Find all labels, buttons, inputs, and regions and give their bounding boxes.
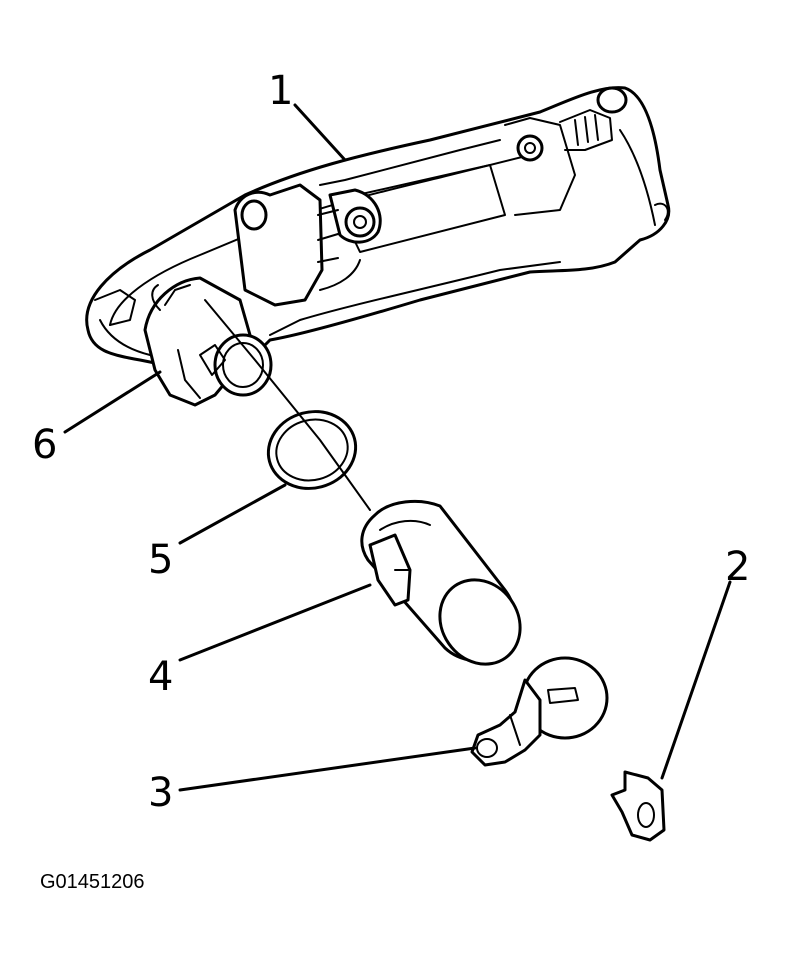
- leader-line-2: [660, 580, 732, 780]
- o-ring: [266, 410, 358, 490]
- lock-cylinder-bezel: [143, 276, 273, 407]
- leader-line-1: [293, 103, 347, 162]
- leader-line-6: [63, 370, 162, 434]
- leader-line-5: [178, 483, 287, 545]
- callout-6: 6: [32, 422, 57, 468]
- lock-cam: [470, 656, 609, 767]
- lock-cylinder: [360, 499, 522, 666]
- callout-4: 4: [148, 654, 173, 700]
- figure-id: G01451206: [40, 871, 145, 893]
- callout-1: 1: [268, 68, 293, 114]
- callout-2: 2: [725, 544, 750, 590]
- callout-3: 3: [148, 770, 173, 816]
- leader-line-3: [178, 746, 477, 792]
- assembly-centerline: [204, 299, 371, 511]
- leader-line-4: [178, 583, 372, 662]
- retainer-clip: [610, 770, 666, 842]
- callout-5: 5: [148, 537, 173, 583]
- leader-lines: [63, 103, 732, 792]
